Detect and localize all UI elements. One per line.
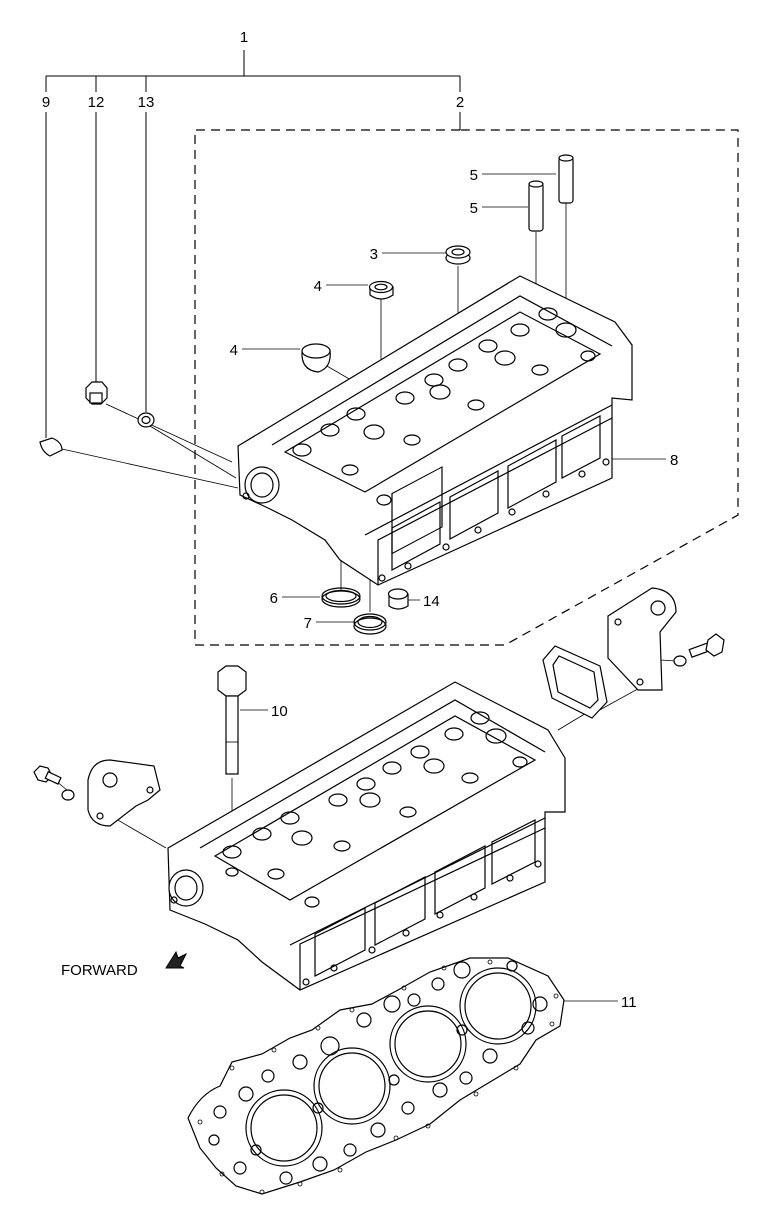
lifting-bracket-left <box>87 759 161 827</box>
callout-tree <box>45 50 461 438</box>
valve-guide-lower <box>528 180 544 232</box>
bolt-left <box>33 765 75 801</box>
ring-6 <box>321 587 361 608</box>
bolt-right <box>673 633 725 667</box>
head-gasket-11 <box>187 957 565 1195</box>
callout-10: 10 <box>271 703 288 720</box>
lifting-bracket-right <box>607 587 677 691</box>
sensor-9 <box>39 437 63 457</box>
gasket-plate <box>542 645 608 719</box>
callout-12: 12 <box>88 94 105 111</box>
assembly-boundary <box>194 129 739 646</box>
callout-1: 1 <box>240 29 248 46</box>
forward-label: FORWARD <box>61 962 138 979</box>
forward-arrow-icon <box>165 950 188 969</box>
cap-upper <box>368 280 394 300</box>
ring-7 <box>353 613 387 635</box>
callout-2: 2 <box>456 94 464 111</box>
cylinder-head-lower <box>167 681 566 991</box>
callout-13: 13 <box>138 94 155 111</box>
valve-stem-seal <box>445 245 471 265</box>
callout-6: 6 <box>270 590 278 607</box>
callout-5-lower: 5 <box>470 200 478 217</box>
callout-7: 7 <box>304 615 312 632</box>
callout-8: 8 <box>670 452 678 469</box>
callout-4-lower: 4 <box>230 342 238 359</box>
callout-3: 3 <box>370 246 378 263</box>
callout-5-upper: 5 <box>470 167 478 184</box>
callout-4-upper: 4 <box>314 278 322 295</box>
washer-13 <box>137 412 155 428</box>
callout-14: 14 <box>423 593 440 610</box>
callout-9: 9 <box>42 94 50 111</box>
cylinder-head-upper <box>237 275 633 586</box>
head-bolt-10 <box>217 665 247 775</box>
cap-14 <box>387 588 409 610</box>
expansion-plug <box>301 343 331 373</box>
plug-12 <box>85 381 108 405</box>
valve-guide-upper <box>558 154 574 204</box>
callout-11: 11 <box>621 994 637 1011</box>
